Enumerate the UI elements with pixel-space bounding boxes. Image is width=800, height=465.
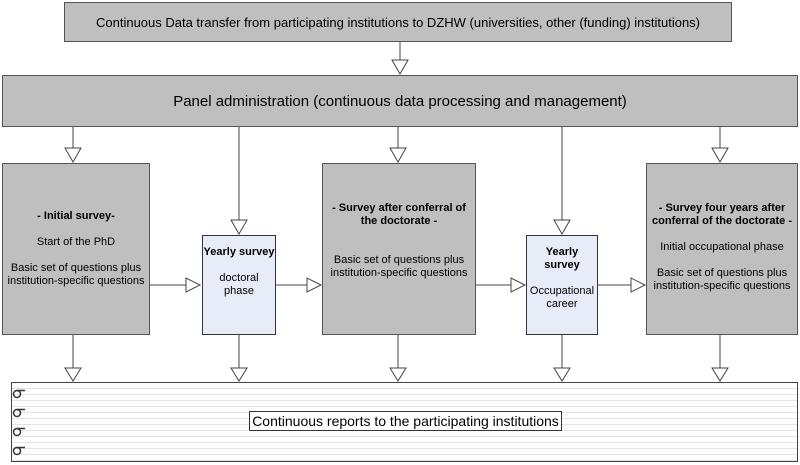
- panel-administration-text: Panel administration (continuous data pr…: [173, 92, 627, 110]
- data-transfer-text: Continuous Data transfer from participat…: [95, 14, 701, 30]
- arrowhead-top-to-panel: [391, 59, 409, 76]
- data-transfer-box: Continuous Data transfer from participat…: [64, 2, 732, 42]
- initial-survey-title: - Initial survey-: [37, 210, 115, 222]
- initial-survey-body: Basic set of questions plus institution-…: [7, 262, 145, 287]
- arrowhead-panel-to-four: [711, 147, 729, 164]
- yearly-survey-occupational-body: Occupational career: [529, 285, 595, 310]
- initial-survey-subtitle: Start of the PhD: [36, 236, 116, 248]
- yearly-survey-occupational-box: Yearly survey Occupational career: [526, 235, 598, 335]
- arrowhead-initial-to-yearly: [185, 277, 202, 293]
- arrowhead-panel-to-yearly-occ: [553, 219, 571, 236]
- survey-after-conferral-title: - Survey after conferral of the doctorat…: [332, 202, 466, 227]
- notepad-spiral-binding: [12, 389, 25, 456]
- yearly-survey-occupational-title: Yearly survey: [544, 246, 580, 271]
- survey-four-years-title: - Survey four years after conferral of t…: [652, 202, 792, 227]
- initial-survey-box: - Initial survey- Start of the PhD Basic…: [2, 163, 150, 335]
- panel-administration-box: Panel administration (continuous data pr…: [2, 75, 798, 127]
- reports-label: Continuous reports to the participating …: [249, 411, 562, 431]
- arrowhead-yearly-occ-to-reports: [553, 367, 571, 382]
- survey-four-years-box: - Survey four years after conferral of t…: [646, 163, 798, 335]
- survey-after-conferral-box: - Survey after conferral of the doctorat…: [322, 163, 476, 335]
- survey-four-years-body: Basic set of questions plus institution-…: [653, 267, 791, 292]
- arrowhead-after-to-yearly: [510, 277, 527, 293]
- arrowhead-panel-to-after: [389, 147, 407, 164]
- arrowhead-yearly-doc-to-reports: [230, 367, 248, 382]
- yearly-survey-doctoral-body: doctoral phase: [219, 272, 259, 297]
- arrowhead-four-to-reports: [711, 367, 729, 382]
- arrowhead-panel-to-yearly-doc: [230, 219, 248, 236]
- survey-four-years-subtitle: Initial occupational phase: [660, 241, 784, 253]
- arrowhead-after-to-reports: [389, 367, 407, 382]
- yearly-survey-doctoral-title: Yearly survey: [203, 246, 275, 258]
- yearly-survey-doctoral-box: Yearly survey doctoral phase: [202, 235, 276, 335]
- arrowhead-panel-to-initial: [64, 147, 82, 164]
- survey-after-conferral-body: Basic set of questions plus institution-…: [330, 254, 468, 279]
- arrowhead-yearly-to-after: [306, 277, 323, 293]
- arrowhead-yearly-to-four: [630, 277, 647, 293]
- arrowhead-initial-to-reports: [64, 367, 82, 382]
